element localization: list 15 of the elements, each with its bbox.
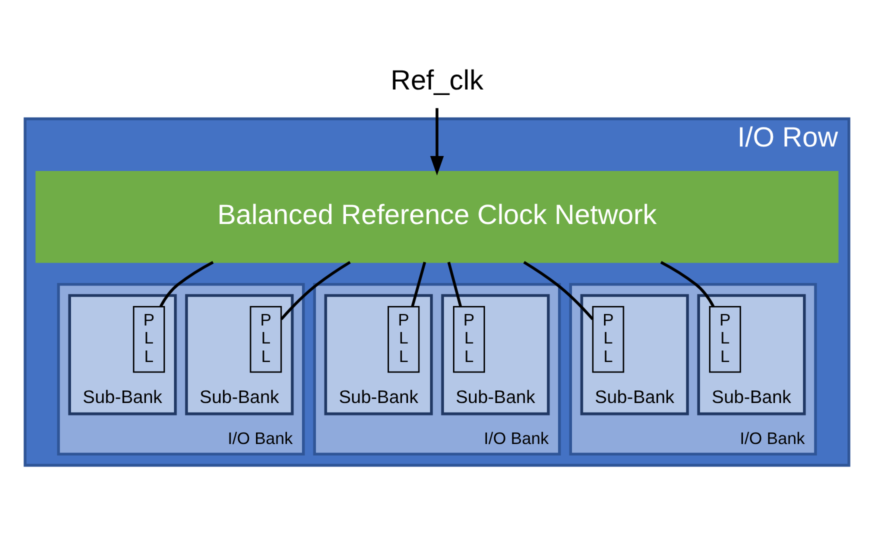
connector bbox=[523, 261, 594, 320]
connector bbox=[660, 261, 715, 308]
node-box: P L L bbox=[453, 306, 485, 373]
node-text: Ref_clk bbox=[390, 64, 484, 96]
node-box: P L L bbox=[388, 306, 420, 373]
node-box: P L L bbox=[709, 306, 742, 373]
arrow bbox=[430, 108, 444, 176]
connector bbox=[159, 261, 214, 308]
node-box: P L L bbox=[132, 306, 165, 373]
connector bbox=[280, 261, 351, 320]
node-box: Balanced Reference Clock Network bbox=[36, 170, 838, 263]
connector bbox=[411, 262, 426, 307]
node-box: P L L bbox=[250, 306, 282, 373]
connector bbox=[447, 262, 462, 307]
node-box: P L L bbox=[592, 306, 624, 373]
